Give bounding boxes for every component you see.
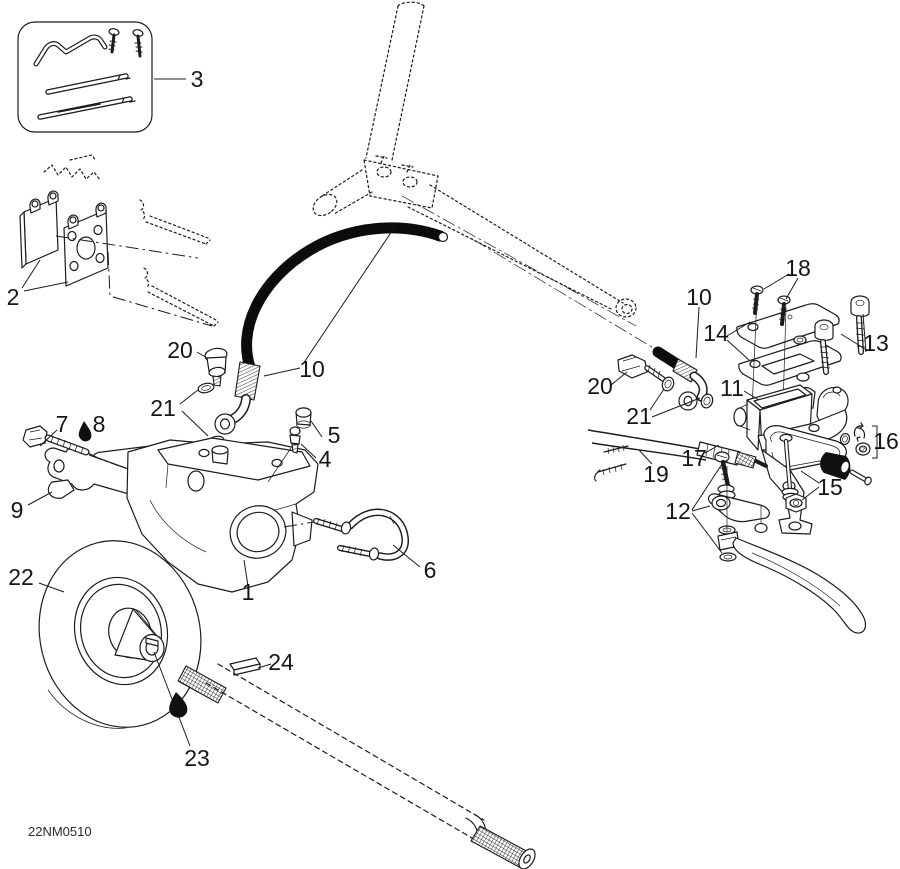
shaft-key-24 [229,657,261,676]
tool-kit-box [17,21,153,133]
clamp-bolt-13 [814,319,834,375]
callout-9: 9 [11,497,24,523]
cap-5 [295,407,312,429]
locknut-15 [785,493,807,513]
kit-screw [108,28,120,54]
callout-1: 1 [242,579,255,605]
callout-12: 12 [665,498,691,524]
drive-shaft-phantom [177,663,536,869]
handlebar-phantom [312,1,661,353]
callout-2: 2 [7,284,20,310]
front-brake-hose [179,222,449,447]
callout-18: 18 [785,255,811,281]
callout-7: 7 [56,411,69,437]
callout-4: 4 [319,446,332,472]
callout-14: 14 [703,320,729,346]
reservoir-cover-14 [736,303,840,349]
callout-16: 16 [873,428,899,454]
clamp-bolt-13 [850,295,870,355]
callout-21: 21 [626,403,652,429]
pad-pin [143,267,219,327]
washer-21 [700,393,714,409]
oil-drop-icon [78,421,92,442]
caliper-bolt-7 [22,425,90,456]
bleeder-4 [267,426,301,483]
brake-pad-inner [19,190,59,269]
brake-pads [19,154,219,327]
callout-24: 24 [268,649,294,675]
callout-13: 13 [863,330,889,356]
washer-21 [197,382,215,394]
callout-8: 8 [93,411,106,437]
brake-lever [732,505,867,634]
service-kit-16 [839,422,878,459]
bleeder-screw-20 [204,347,228,387]
hose-fitting [313,517,352,535]
brake-pad-outer [63,202,109,287]
kit-pin [45,73,131,95]
piston-boot [820,452,872,486]
cotter-pins-19 [594,444,629,482]
washer-21 [661,376,675,392]
callout-17: 17 [681,445,707,471]
callout-20: 20 [587,373,613,399]
lever-pivot-12 [707,451,770,562]
master-cylinder-assembly [587,273,878,634]
callout-5: 5 [328,422,341,448]
disc-hub [108,607,165,663]
callout-20: 20 [167,337,193,363]
hose-fitting [337,544,380,561]
reservoir-gasket-14 [738,340,842,386]
callout-19: 19 [643,461,669,487]
callout-11: 11 [720,375,744,401]
callout-22: 22 [8,564,34,590]
oil-drop-icon [169,692,188,718]
banjo-bolt-20 [617,354,666,382]
brake-disc [38,540,272,747]
callout-3: 3 [191,66,204,92]
crossover-hose [283,508,421,568]
document-code: 22NM0510 [28,824,92,839]
callout-10: 10 [299,356,325,382]
kit-pin [37,96,136,120]
caliper-bracket-9 [44,445,149,499]
callout-23: 23 [184,745,210,771]
callout-15: 15 [817,474,843,500]
callout-10: 10 [686,284,712,310]
callout-21: 21 [150,395,176,421]
inlet-fitting [211,445,229,465]
pad-pin [139,199,211,245]
cover-screw-18 [750,285,764,315]
kit-screw [132,29,144,58]
brake-caliper [22,407,323,593]
callout-6: 6 [424,557,437,583]
